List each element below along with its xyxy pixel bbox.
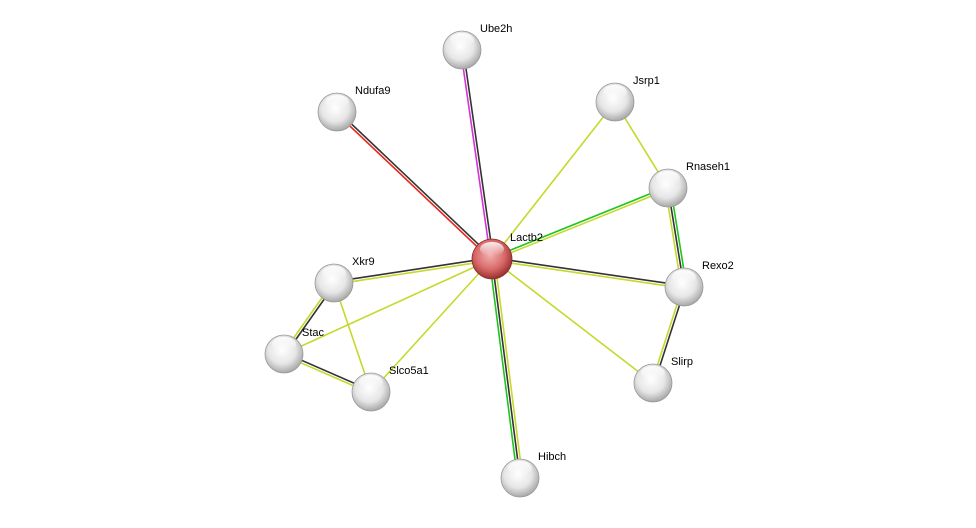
node-label: Rexo2 (702, 260, 734, 272)
node-stac[interactable]: Stac (264, 327, 325, 374)
edge-lactb2-ube2h-coexpression[interactable] (462, 49, 495, 259)
node-hibch[interactable]: Hibch (500, 451, 566, 498)
node-xkr9[interactable]: Xkr9 (314, 256, 375, 303)
node-jsrp1[interactable]: Jsrp1 (595, 75, 660, 122)
node-lactb2[interactable]: Lactb2 (471, 232, 543, 280)
node-shine (450, 33, 474, 47)
node-shine (603, 85, 627, 99)
edge-lactb2-ndufa9-database[interactable] (335, 112, 492, 261)
node-label: Ube2h (480, 23, 512, 35)
edge-lactb2-slco5a1-textmining[interactable] (370, 258, 493, 393)
node-shine (508, 461, 532, 475)
node-label: Stac (302, 327, 325, 339)
edge-lactb2-slirp-textmining[interactable] (491, 258, 654, 384)
node-rnaseh1[interactable]: Rnaseh1 (648, 161, 730, 208)
node-label: Jsrp1 (633, 75, 660, 87)
edge-lactb2-rexo2-textmining[interactable] (491, 259, 684, 290)
edge-lactb2-hibch-neighborhood[interactable] (488, 259, 519, 479)
node-label: Rnaseh1 (686, 161, 730, 173)
node-shine (656, 171, 680, 185)
node-label: Slirp (671, 356, 693, 368)
edge-lactb2-ube2h-experiments[interactable] (459, 50, 492, 260)
node-shine (641, 366, 665, 380)
edge-lactb2-rnaseh1-textmining[interactable] (492, 188, 669, 261)
node-shine (359, 375, 383, 389)
node-label: Lactb2 (510, 232, 543, 244)
node-shine (325, 95, 349, 109)
edge-lactb2-rnaseh1-neighborhood[interactable] (491, 186, 668, 259)
node-label: Ndufa9 (355, 85, 390, 97)
node-label: Xkr9 (352, 256, 375, 268)
node-shine (672, 270, 696, 284)
edge-lactb2-xkr9-coexpression[interactable] (333, 256, 492, 283)
node-rexo2[interactable]: Rexo2 (664, 260, 734, 307)
edge-lactb2-hibch-coexpression[interactable] (491, 258, 521, 479)
edge-lactb2-hibch-textmining[interactable] (493, 258, 524, 478)
edge-lactb2-stac-textmining[interactable] (283, 258, 493, 355)
edge-lactb2-jsrp1-textmining[interactable] (491, 101, 616, 260)
node-shine (272, 337, 296, 351)
node-shine (480, 242, 504, 256)
node-ndufa9[interactable]: Ndufa9 (317, 85, 390, 132)
node-shine (322, 266, 346, 280)
node-label: Hibch (538, 451, 566, 463)
node-slirp[interactable]: Slirp (633, 356, 693, 403)
node-label: Slco5a1 (389, 365, 429, 377)
edge-lactb2-xkr9-textmining[interactable] (334, 259, 493, 286)
node-ube2h[interactable]: Ube2h (442, 23, 512, 70)
node-slco5a1[interactable]: Slco5a1 (351, 365, 429, 412)
edge-lactb2-ndufa9-coexpression[interactable] (337, 110, 494, 259)
edge-lactb2-rexo2-coexpression[interactable] (492, 256, 685, 287)
